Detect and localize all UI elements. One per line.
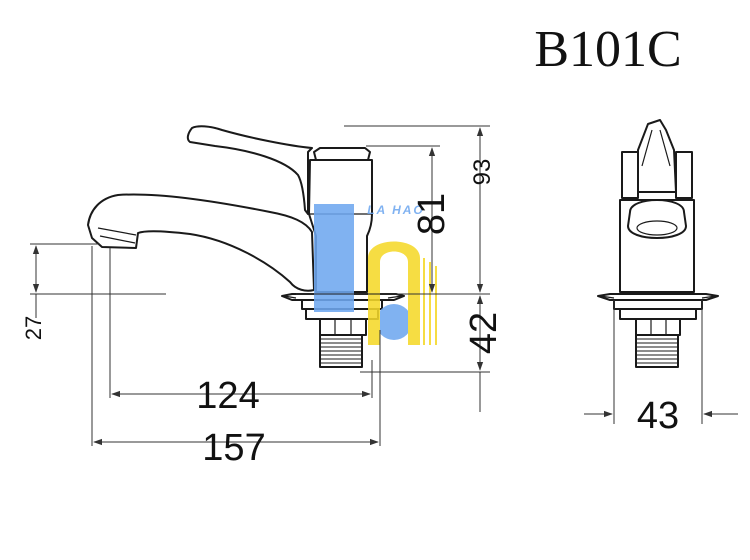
dim-label-157: 157 bbox=[202, 427, 265, 469]
front-lever bbox=[637, 119, 677, 193]
dim-label-27: 27 bbox=[21, 316, 46, 340]
valve-cap bbox=[313, 147, 371, 161]
dimension-lines: 93 81 42 27 124 157 bbox=[21, 125, 505, 469]
front-body bbox=[619, 199, 695, 293]
dim-label-43: 43 bbox=[637, 395, 679, 437]
dim-label-42: 42 bbox=[463, 312, 505, 354]
front-threaded-shank bbox=[635, 334, 679, 368]
lever-handle bbox=[186, 125, 313, 215]
logo-blue-bar bbox=[314, 204, 354, 312]
threaded-shank bbox=[319, 334, 363, 368]
watermark-text: LA HAO bbox=[367, 203, 425, 217]
dim-label-93: 93 bbox=[469, 159, 496, 186]
dim-43: 43 bbox=[584, 300, 738, 437]
logo-blue-dot bbox=[376, 304, 412, 340]
front-body-upper bbox=[621, 151, 639, 199]
dim-label-81: 81 bbox=[411, 193, 453, 235]
front-aerator bbox=[627, 199, 687, 239]
faucet-side-view bbox=[87, 125, 405, 368]
faucet-front-view bbox=[597, 119, 719, 368]
dim-label-124: 124 bbox=[196, 375, 259, 417]
spout bbox=[87, 193, 315, 292]
model-title: B101C bbox=[534, 21, 681, 78]
logo-yellow-arch bbox=[368, 241, 420, 345]
